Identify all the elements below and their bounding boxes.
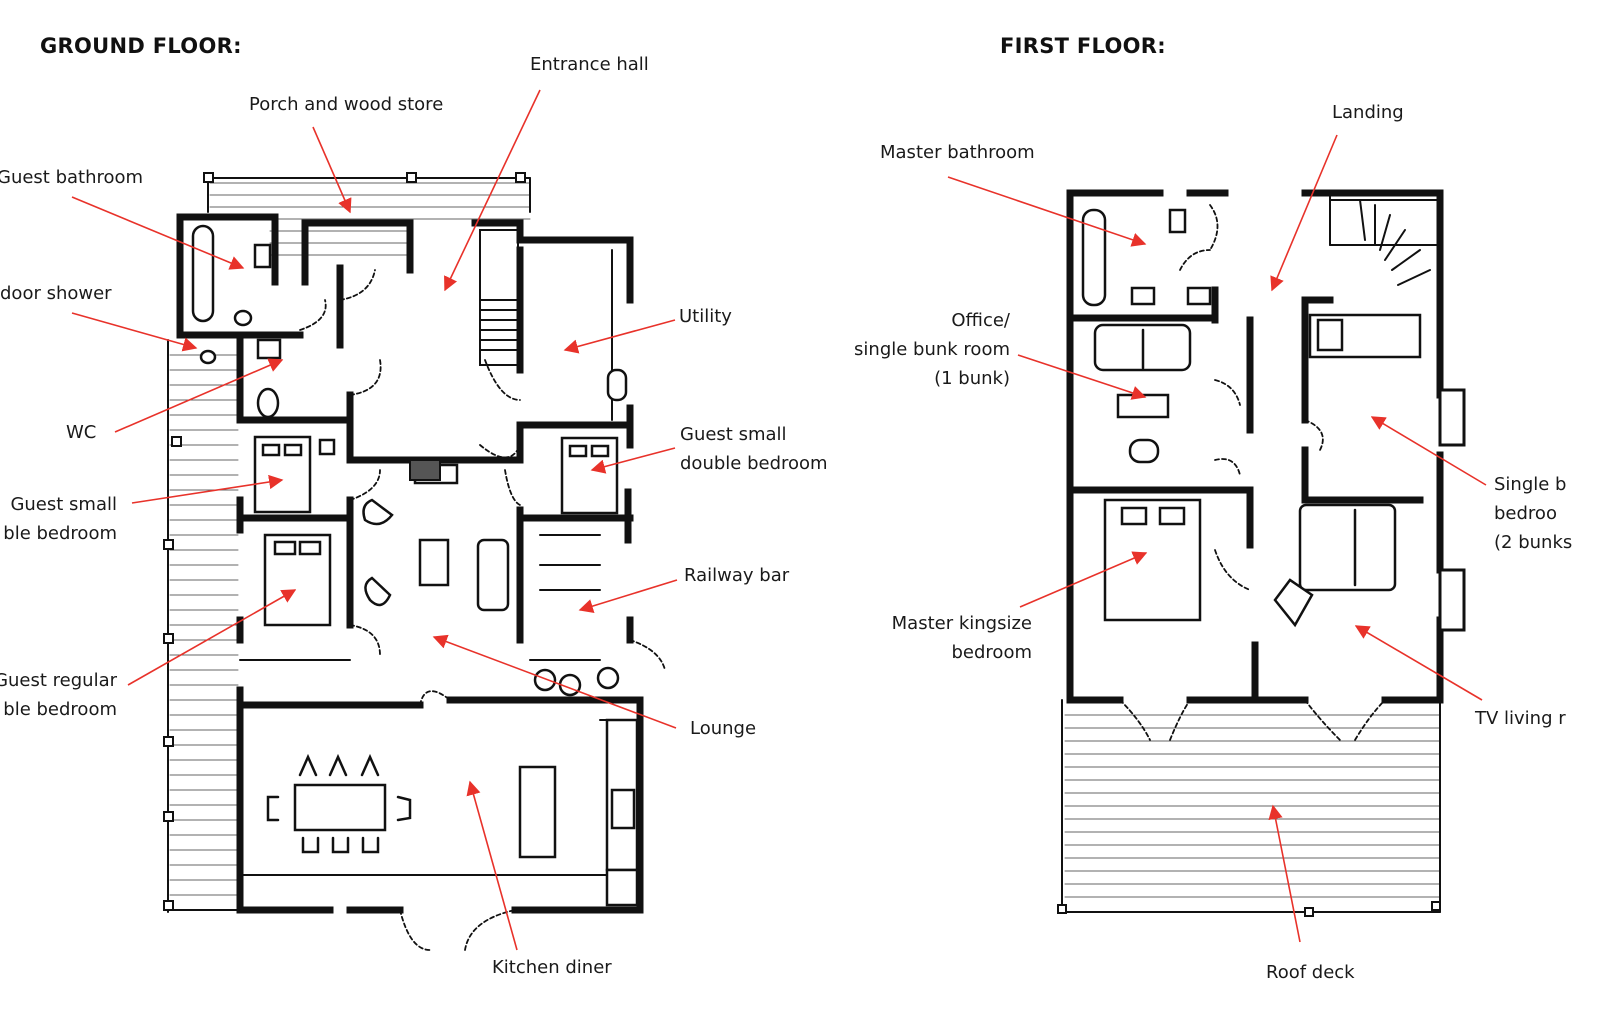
first-door-swings xyxy=(1119,204,1386,741)
label-line: ble bedroom xyxy=(3,523,117,544)
label-line: ble bedroom xyxy=(3,699,117,720)
ground-stairs xyxy=(479,229,519,366)
label-master-kingsize: Master kingsize bedroom xyxy=(892,609,1032,667)
label-line: Master kingsize xyxy=(891,613,1032,634)
label-line: Guest small xyxy=(10,494,117,515)
label-line: bedroom xyxy=(951,642,1033,663)
label-wc: WC xyxy=(66,422,97,443)
ground-floor-plan xyxy=(163,172,666,951)
first-floor-plan xyxy=(1057,189,1466,917)
label-line: (2 bunks xyxy=(1494,532,1573,553)
label-entrance-hall: Entrance hall xyxy=(530,54,649,75)
label-guest-regular-double: Guest regular ble bedroom xyxy=(0,666,117,724)
first-exterior-walls xyxy=(1066,189,1444,704)
ground-floor-heading: GROUND FLOOR: xyxy=(40,34,242,58)
label-railway-bar: Railway bar xyxy=(684,565,790,586)
ground-deck-hatching xyxy=(169,182,531,896)
label-single-bunk-bedroom: Single b bedroo (2 bunks xyxy=(1494,470,1572,557)
label-master-bathroom: Master bathroom xyxy=(880,142,1035,163)
label-tv-living-room: TV living r xyxy=(1475,708,1566,729)
label-office-single-bunk: Office/ single bunk room (1 bunk) xyxy=(854,306,1010,393)
first-beds xyxy=(1093,313,1422,628)
label-line: single bunk room xyxy=(854,339,1010,360)
label-guest-small-double-left: Guest small ble bedroom xyxy=(3,490,117,548)
roof-deck-posts xyxy=(1057,901,1441,917)
roof-deck-edge xyxy=(1061,699,1441,913)
first-window-bumps xyxy=(1438,388,1466,632)
label-roof-deck: Roof deck xyxy=(1266,962,1355,983)
label-line: Single b xyxy=(1494,474,1567,495)
label-line: Guest small xyxy=(680,424,787,445)
label-guest-bathroom: Guest bathroom xyxy=(0,167,144,188)
ground-exterior-walls xyxy=(176,213,644,914)
label-line: bedroo xyxy=(1494,503,1557,524)
first-floor-heading: FIRST FLOOR: xyxy=(1000,34,1166,58)
ground-fireplace xyxy=(409,459,441,481)
first-fixtures xyxy=(1081,208,1212,307)
label-kitchen-diner: Kitchen diner xyxy=(492,957,612,978)
label-utility: Utility xyxy=(679,306,732,327)
annotation-arrows xyxy=(71,89,1487,951)
ground-kitchen-furniture xyxy=(266,718,639,907)
first-stairs xyxy=(1329,192,1441,286)
label-lounge: Lounge xyxy=(690,718,757,739)
ground-door-swings xyxy=(299,269,666,951)
label-porch-wood-store: Porch and wood store xyxy=(249,94,444,115)
label-line: Office/ xyxy=(951,310,1010,331)
label-guest-small-double-right: Guest small double bedroom xyxy=(680,420,828,478)
ground-fixtures xyxy=(191,224,628,419)
ground-beds xyxy=(253,435,619,627)
label-line: Guest regular xyxy=(0,670,117,691)
label-outdoor-shower: door shower xyxy=(0,283,112,304)
label-line: double bedroom xyxy=(680,453,828,474)
label-line: (1 bunk) xyxy=(934,368,1010,389)
roof-deck-hatching xyxy=(1064,714,1441,898)
label-landing: Landing xyxy=(1332,102,1404,123)
ground-deck-posts xyxy=(163,172,526,911)
